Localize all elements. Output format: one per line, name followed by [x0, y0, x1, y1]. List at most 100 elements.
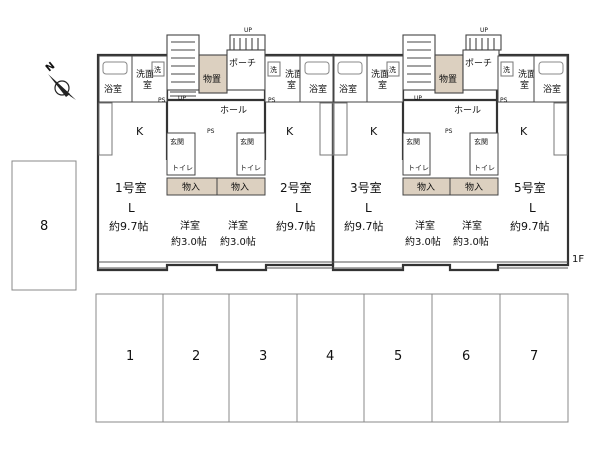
parking-label-8: 8: [40, 219, 48, 234]
bath-label-5: 浴室: [543, 83, 561, 95]
storage-left: [198, 54, 228, 94]
kitchen-label-2: K: [286, 125, 294, 138]
western-size-1: 約3.0帖: [171, 235, 207, 248]
washer-1: [151, 61, 165, 77]
unit-1: 浴室 洗面 室 洗 K 1号室 L 約9.7帖 物入 玄関 トイレ 洋室 約3.…: [98, 55, 218, 248]
washroom-label-3a: 洗面: [371, 68, 389, 80]
washer-label-3: 洗: [389, 65, 396, 74]
parking-labels: 8 1 2 3 4 5 6 7: [40, 219, 538, 364]
toilet-label-1: トイレ: [172, 164, 193, 172]
living-size-3: 約9.7帖: [344, 219, 384, 233]
western-label-2: 洋室: [228, 219, 248, 232]
toilet-label-5: トイレ: [474, 164, 495, 172]
bath-label-1: 浴室: [104, 83, 122, 95]
western-size-2: 約3.0帖: [220, 235, 256, 248]
parking-space-3: [228, 293, 298, 423]
western-size-5: 約3.0帖: [453, 235, 489, 248]
living-type-1: L: [128, 201, 135, 215]
washroom-label-1b: 室: [143, 79, 152, 91]
closet-label-3: 物入: [417, 181, 435, 193]
closet-label-5: 物入: [465, 181, 483, 193]
unit-5: 洗面 室 洗 浴室 K 5号室 L 約9.7帖 物入 玄関 トイレ 洋室 約3.…: [449, 55, 568, 248]
up-label: UP: [244, 27, 252, 34]
balcony-lines: [98, 261, 568, 269]
washer-label-1: 洗: [154, 65, 161, 74]
porch-right: [462, 49, 500, 91]
living-size-5: 約9.7帖: [510, 219, 550, 233]
compass-ring: [54, 80, 70, 96]
closet-label-1: 物入: [182, 181, 200, 193]
room-no-2: 2号室: [280, 180, 312, 195]
toilet-area-5: [469, 132, 499, 176]
western-label-3: 洋室: [415, 219, 435, 232]
living-type-5: L: [529, 201, 536, 215]
washroom-3: [366, 55, 404, 103]
washroom-2: [264, 55, 301, 103]
storage-label-right: 物置: [439, 73, 457, 85]
porch-label-right: ポーチ: [465, 58, 492, 69]
toilet-label-3: トイレ: [408, 164, 429, 172]
ps-label-5: PS: [500, 97, 508, 104]
western-label-1: 洋室: [180, 219, 200, 232]
parking-label-7: 7: [530, 349, 538, 364]
stair-core-right: [402, 34, 502, 94]
entrance-label-2: 玄関: [240, 137, 254, 146]
storage-right: [434, 54, 464, 94]
parking-space-5: [363, 293, 433, 423]
kitchen-label-3: K: [370, 125, 378, 138]
porch-label-left: ポーチ: [229, 58, 256, 69]
bath-label-3: 浴室: [339, 83, 357, 95]
compass: N: [44, 60, 76, 100]
compass-label: N: [44, 60, 57, 74]
bathtub-1: [102, 61, 128, 75]
up-label: UP: [480, 27, 488, 34]
bathtub-2: [304, 61, 330, 75]
living-size-1: 約9.7帖: [109, 219, 149, 233]
parking-label-2: 2: [192, 349, 200, 364]
stair-left: [166, 34, 200, 91]
washroom-1: [131, 55, 168, 103]
ps-label-3: PS: [445, 128, 453, 135]
common-labels: 物置 物置 ポーチ ポーチ ホール ホール UP UP UP UP 1F: [178, 27, 584, 265]
washroom-label-5a: 洗面: [518, 68, 536, 80]
bath-label-2: 浴室: [309, 83, 327, 95]
kitchen-label-5: K: [520, 125, 528, 138]
hall-label-left: ホール: [220, 105, 247, 116]
bathtub-3: [337, 61, 363, 75]
toilet-label-2: トイレ: [240, 164, 261, 172]
parking-space-2: [162, 293, 230, 423]
unit-2: 洗面 室 洗 浴室 K 2号室 L 約9.7帖 物入 玄関 トイレ 洋室 約3.…: [216, 55, 334, 248]
toilet-area-2: [236, 132, 266, 176]
unit-3: 浴室 洗面 室 洗 K 3号室 L 約9.7帖 物入 玄関 トイレ 洋室 約3.…: [333, 55, 453, 248]
room-no-3: 3号室: [350, 180, 382, 195]
floor-label: 1F: [572, 254, 584, 265]
room-no-5: 5号室: [514, 180, 546, 195]
ps-label-1: PS: [207, 128, 215, 135]
parking-space-1: [95, 293, 164, 423]
kitchen-counter-1: [98, 102, 113, 156]
western-size-3: 約3.0帖: [405, 235, 441, 248]
kitchen-counter-2: [319, 102, 334, 156]
hall-label-right: ホール: [454, 105, 481, 116]
kitchen-counter-3: [333, 102, 348, 156]
parking-space-7: [499, 293, 569, 423]
parking-label-3: 3: [259, 349, 267, 364]
ps-label-2: PS: [268, 97, 276, 104]
living-type-3: L: [365, 201, 372, 215]
entrance-label-1: 玄関: [170, 137, 184, 146]
washer-label-5: 洗: [503, 65, 510, 74]
closet-label-2: 物入: [231, 181, 249, 193]
up-label: UP: [414, 95, 422, 102]
stair-right: [402, 34, 436, 91]
washer-5: [500, 61, 514, 77]
washer-2: [267, 61, 281, 77]
washroom-label-1a: 洗面: [136, 68, 154, 80]
closet-2: [216, 177, 266, 196]
room-no-1: 1号室: [115, 180, 147, 195]
compass-needle-tail: [58, 83, 76, 100]
compass-needle: [48, 74, 70, 97]
parking-label-1: 1: [126, 349, 134, 364]
porch-left: [226, 49, 266, 91]
